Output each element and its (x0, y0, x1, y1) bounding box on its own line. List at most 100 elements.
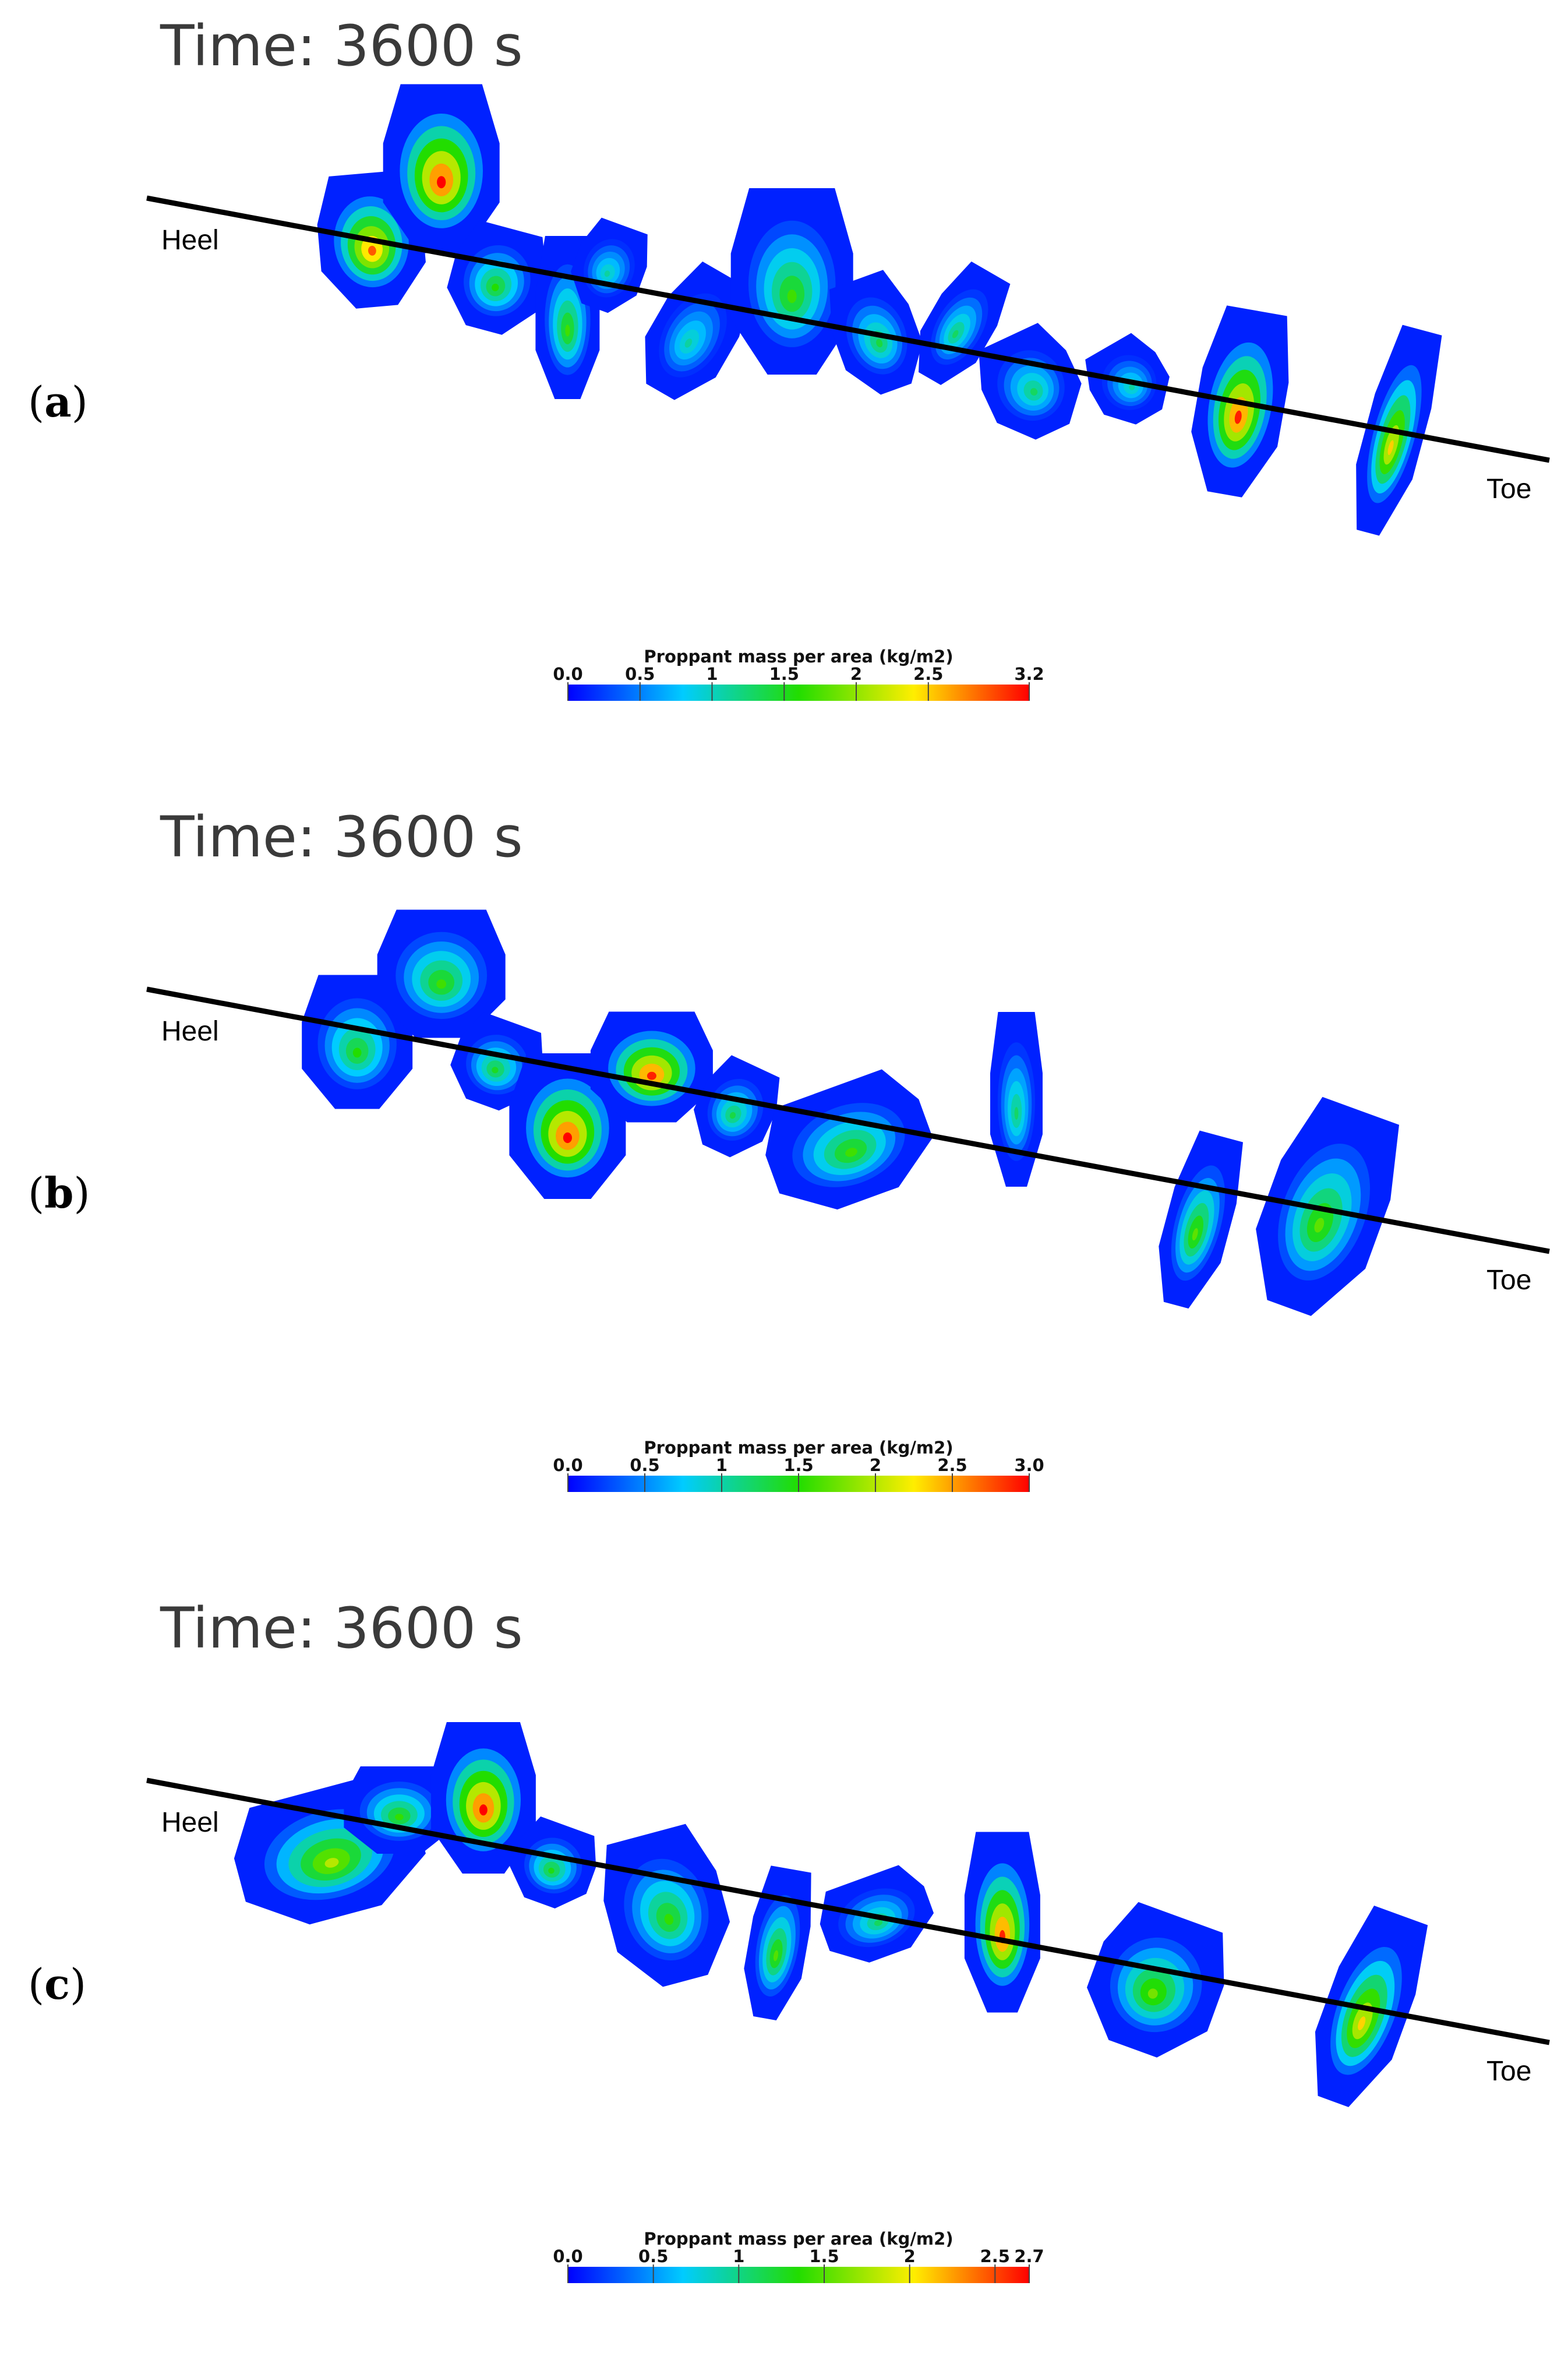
panel-label: (a) (28, 377, 88, 426)
fracture-contour (324, 1858, 339, 1868)
heel-label: Heel (161, 1016, 219, 1047)
colorbar-tick-label: 1.5 (769, 664, 799, 684)
panel-label-open: ( (28, 1960, 44, 2009)
fracture-group (317, 84, 1442, 536)
fracture-contour (1314, 1218, 1325, 1233)
fracture-contour (845, 1148, 857, 1157)
fracture-contour (874, 1920, 883, 1926)
panel-a: Time: 3600 s (a) Heel Toe Proppant mass … (0, 0, 1568, 791)
colorbar-tick-label: 2.5 (913, 664, 943, 684)
heel-label: Heel (161, 225, 219, 256)
fracture-contour (1147, 1988, 1158, 1999)
fracture-contour (729, 1112, 736, 1119)
fracture-contour (773, 1950, 779, 1962)
fracture-contour (563, 1132, 572, 1144)
fracture-contour (1387, 440, 1394, 456)
colorbar-tick-label: 1 (733, 2246, 744, 2266)
colorbar-gradient (568, 685, 1029, 701)
fracture-contour (395, 1814, 404, 1821)
horizontal-wellbore (146, 986, 1550, 1254)
colorbar-tick-label: 0.0 (553, 2246, 582, 2266)
fracture-contour (352, 1047, 362, 1058)
colorbar-ticks: 0.0 0.5 1 1.5 2 2.5 3.2 (553, 664, 1044, 701)
colorbar-tick-label: 0.5 (638, 2246, 668, 2266)
fracture-contour (492, 283, 499, 291)
fracture (1315, 1905, 1428, 2107)
fracture (1087, 1902, 1224, 2058)
fracture (590, 1011, 713, 1123)
panel-label-close: ) (72, 378, 88, 426)
panel-label-close: ) (73, 1169, 90, 1218)
time-label: Time: 3600 s (160, 13, 523, 79)
fracture-contour (647, 1071, 656, 1080)
horizontal-wellbore (146, 1777, 1550, 2045)
toe-label: Toe (1486, 2056, 1531, 2087)
colorbar-tick-label: 2.5 (980, 2246, 1010, 2266)
fracture-contour (952, 330, 959, 338)
colorbar-tick-label: 2 (870, 1455, 881, 1475)
panel-c-scene: Time: 3600 s (c) Heel Toe Proppant mass … (28, 1596, 1550, 2283)
fracture-group (302, 909, 1400, 1316)
panel-a-scene: Time: 3600 s (a) Heel Toe Proppant mass … (28, 13, 1550, 701)
fracture-contour (565, 324, 570, 337)
panel-b: Time: 3600 s (b) Heel Toe Proppant mass … (0, 791, 1568, 1582)
fracture-group (234, 1722, 1428, 2107)
fracture-contour (787, 290, 797, 304)
toe-label: Toe (1486, 474, 1531, 505)
panel-label-letter: a (44, 377, 72, 426)
fracture-contour (684, 338, 693, 348)
colorbar-gradient (568, 2267, 1029, 2283)
fracture (302, 975, 413, 1109)
fracture-contour (1014, 1107, 1019, 1120)
fracture (603, 1823, 730, 1987)
toe-label: Toe (1486, 1265, 1531, 1296)
fracture (765, 1069, 933, 1210)
fracture-contour (548, 1867, 555, 1874)
fracture (447, 220, 547, 335)
time-label: Time: 3600 s (160, 805, 523, 870)
colorbar-tick-label: 0.5 (625, 664, 655, 684)
fracture-contour (492, 1067, 499, 1074)
panel-label-letter: b (44, 1168, 73, 1218)
fracture (979, 323, 1082, 440)
panel-label-close: ) (70, 1960, 86, 2009)
colorbar-tick-label: 2 (850, 664, 862, 684)
colorbar-tick-label: 2.7 (1014, 2246, 1044, 2266)
fracture-contour (437, 176, 446, 189)
colorbar-tick-label: 0.0 (553, 1455, 582, 1475)
colorbar-tick-label: 0.0 (553, 664, 582, 684)
horizontal-wellbore (146, 195, 1550, 463)
colorbar-tick-label: 1 (706, 664, 718, 684)
fracture-contour (604, 270, 610, 277)
fracture (964, 1832, 1040, 2013)
colorbar-tick-label: 1 (716, 1455, 728, 1475)
colorbar-tick-label: 2 (904, 2246, 916, 2266)
fracture-contour (1192, 1228, 1198, 1241)
fracture (430, 1722, 536, 1874)
fracture (383, 84, 500, 253)
panel-c: Time: 3600 s (c) Heel Toe Proppant mass … (0, 1582, 1568, 2373)
heel-label: Heel (161, 1807, 219, 1838)
colorbar-tick-label: 3.2 (1014, 664, 1044, 684)
panel-label-open: ( (28, 378, 44, 426)
colorbar-tick-label: 1.5 (783, 1455, 813, 1475)
fracture (990, 1012, 1043, 1187)
fracture (730, 188, 853, 375)
fracture-contour (1129, 384, 1135, 390)
fracture-contour (1030, 388, 1038, 396)
fracture-contour (664, 1914, 674, 1925)
fracture-contour (479, 1804, 488, 1816)
time-label: Time: 3600 s (160, 1596, 523, 1661)
fracture (1159, 1130, 1244, 1309)
fracture (1256, 1096, 1400, 1316)
panel-b-scene: Time: 3600 s (b) Heel Toe Proppant mass … (28, 805, 1550, 1492)
panel-label: (c) (28, 1959, 86, 2009)
fracture-contour (368, 245, 376, 256)
fracture (377, 909, 506, 1038)
colorbar-tick-label: 3.0 (1014, 1455, 1044, 1475)
